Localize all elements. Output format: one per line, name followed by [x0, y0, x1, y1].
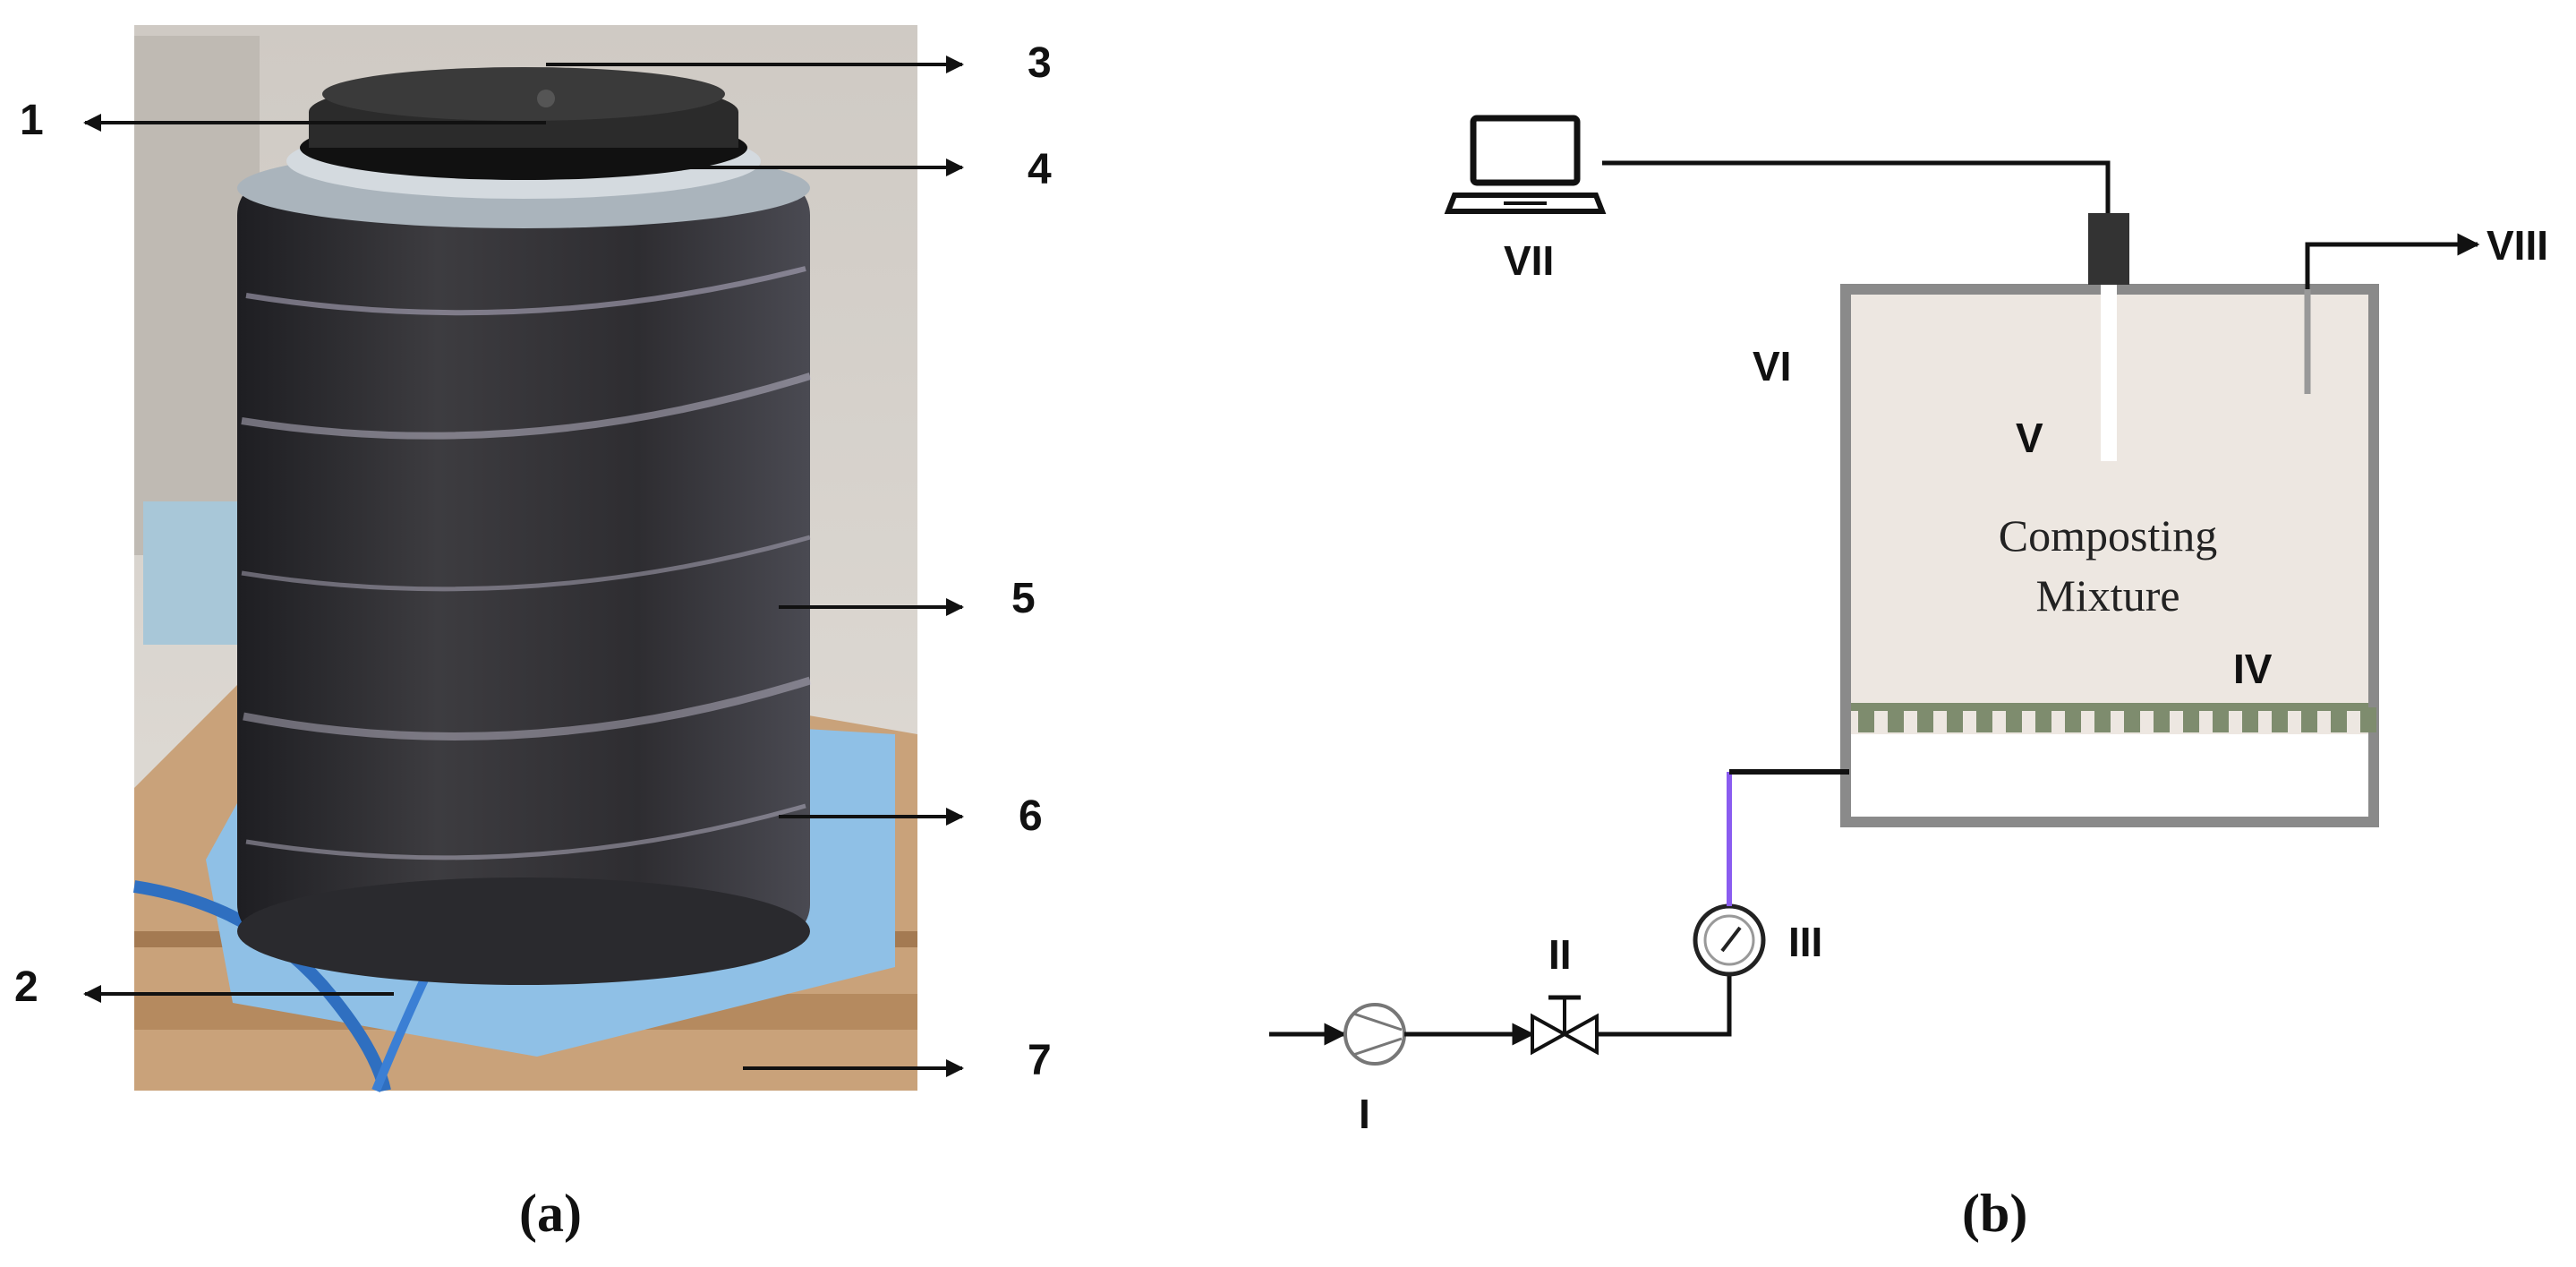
label-I: I — [1359, 1091, 1370, 1137]
plate-tooth — [2213, 707, 2229, 732]
plate-tooth — [1976, 707, 1992, 732]
label-V: V — [2016, 415, 2043, 461]
plate-tooth — [2065, 707, 2081, 732]
temperature-probe-head — [2088, 213, 2129, 285]
callout-labels: 1 2 3 4 5 6 7 — [14, 39, 1052, 1084]
plate-tooth — [2124, 707, 2140, 732]
label-VII: VII — [1504, 237, 1554, 284]
plate-tooth — [2094, 707, 2111, 732]
plate-tooth — [2154, 707, 2170, 732]
valve-icon — [1531, 995, 1599, 1056]
plate-tooth — [2035, 707, 2051, 732]
label-VIII: VIII — [2486, 222, 2548, 269]
perforated-plate — [1851, 703, 2376, 732]
callout-label-4: 4 — [1028, 146, 1052, 193]
label-II: II — [1548, 931, 1572, 978]
callout-label-3: 3 — [1028, 39, 1052, 87]
valve-to-meter-line — [1597, 972, 1732, 1037]
plate-tooth — [2183, 707, 2199, 732]
mixture-label-line1: Composting — [1999, 510, 2217, 561]
laptop-icon — [1444, 115, 1607, 214]
label-III: III — [1788, 919, 1822, 965]
callout-label-5: 5 — [1011, 575, 1036, 622]
plate-tooth — [2331, 707, 2347, 732]
callout-label-2: 2 — [14, 963, 38, 1011]
callout-label-7: 7 — [1028, 1037, 1052, 1084]
plate-tooth — [2360, 707, 2376, 732]
label-VI: VI — [1753, 343, 1791, 390]
plate-tooth — [2301, 707, 2317, 732]
label-IV: IV — [2233, 646, 2273, 692]
flow-meter-icon — [1693, 903, 1766, 977]
plate-tooth — [2006, 707, 2022, 732]
plate-tooth — [1888, 707, 1904, 732]
plate-tooth — [2272, 707, 2288, 732]
caption-b: (b) — [1962, 1184, 2027, 1243]
temperature-probe — [2101, 285, 2117, 461]
plate-tooth — [1917, 707, 1933, 732]
plate-tooth — [2242, 707, 2258, 732]
callout-label-1: 1 — [20, 97, 44, 144]
callout-arrows — [83, 56, 964, 1077]
mixture-label-line2: Mixture — [2035, 570, 2179, 621]
callout-label-6: 6 — [1019, 792, 1043, 840]
caption-a: (a) — [519, 1184, 582, 1243]
data-cable — [1602, 160, 2111, 215]
reactor-photo — [132, 25, 917, 1092]
plate-tooth — [1947, 707, 1963, 732]
air-pump-icon — [1343, 1003, 1406, 1066]
plate-tooth — [1858, 707, 1874, 732]
air-plenum — [1851, 734, 2368, 817]
